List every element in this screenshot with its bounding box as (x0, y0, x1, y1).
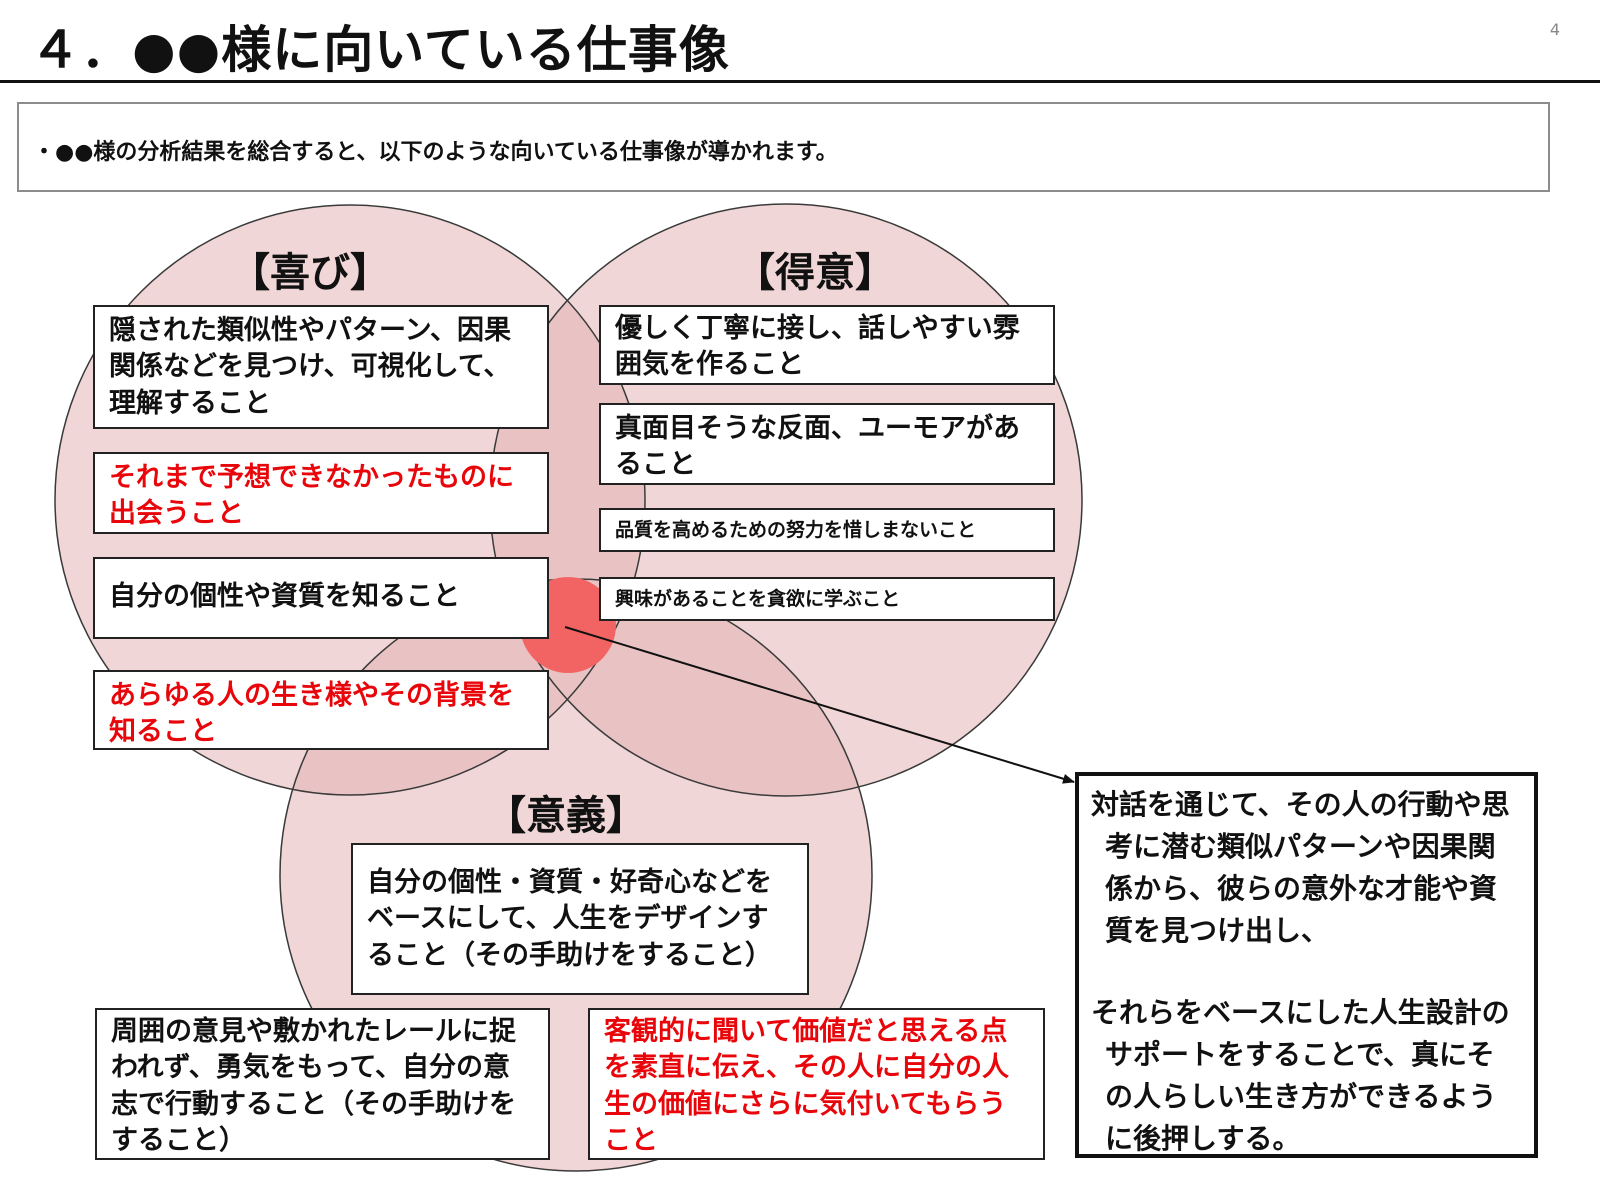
meaning-item-1: 自分の個性・資質・好奇心などをベースにして、人生をデザインすること（その手助けを… (351, 843, 809, 995)
strength-item-2: 真面目そうな反面、ユーモアがあること (599, 403, 1055, 485)
strength-item-1: 優しく丁寧に接し、話しやすい雰囲気を作ること (599, 305, 1055, 385)
summary-box: 対話を通じて、その人の行動や思考に潜む類似パターンや因果関係から、彼らの意外な才… (1075, 772, 1538, 1158)
page-title: ４．●●様に向いている仕事像 (30, 21, 730, 79)
meaning-item-3: 客観的に聞いて価値だと思える点を素直に伝え、その人に自分の人生の価値にさらに気付… (588, 1008, 1045, 1160)
meaning-item-2: 周囲の意見や敷かれたレールに捉われず、勇気をもって、自分の意志で行動すること（そ… (95, 1008, 550, 1160)
joy-item-2: それまで予想できなかったものに出会うこと (93, 452, 549, 534)
label-meaning: 【意義】 (486, 793, 646, 839)
intro-text: ・●●様の分析結果を総合すると、以下のような向いている仕事像が導かれます。 (33, 140, 838, 165)
joy-item-1: 隠された類似性やパターン、因果関係などを見つけ、可視化して、理解すること (93, 305, 549, 429)
title-divider (0, 80, 1600, 83)
connector-arrow (564, 626, 1075, 784)
summary-paragraph-1: 対話を通じて、その人の行動や思考に潜む類似パターンや因果関係から、彼らの意外な才… (1091, 788, 1510, 947)
strength-item-4: 興味があることを貪欲に学ぶこと (599, 577, 1055, 621)
intro-box: ・●●様の分析結果を総合すると、以下のような向いている仕事像が導かれます。 (17, 102, 1550, 192)
page-number: 4 (1549, 20, 1560, 39)
joy-item-3: 自分の個性や資質を知ること (93, 557, 549, 639)
joy-item-4: あらゆる人の生き様やその背景を知ること (93, 670, 549, 750)
label-strength: 【得意】 (735, 250, 895, 296)
summary-paragraph-2: それらをベースにした人生設計のサポートをすることで、真にその人らしい生き方ができ… (1091, 996, 1510, 1155)
strength-item-3: 品質を高めるための努力を惜しまないこと (599, 508, 1055, 552)
label-joy: 【喜び】 (230, 250, 390, 296)
